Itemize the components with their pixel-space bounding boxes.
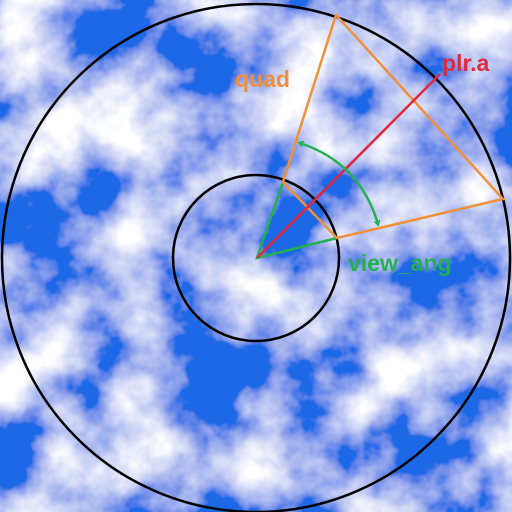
view-ang-label: view_ang	[348, 250, 452, 276]
plr-a-label: plr.a	[442, 50, 490, 76]
view-angle-arc	[300, 143, 378, 224]
quad-label: quad	[235, 66, 290, 92]
inner-circle	[171, 173, 341, 343]
